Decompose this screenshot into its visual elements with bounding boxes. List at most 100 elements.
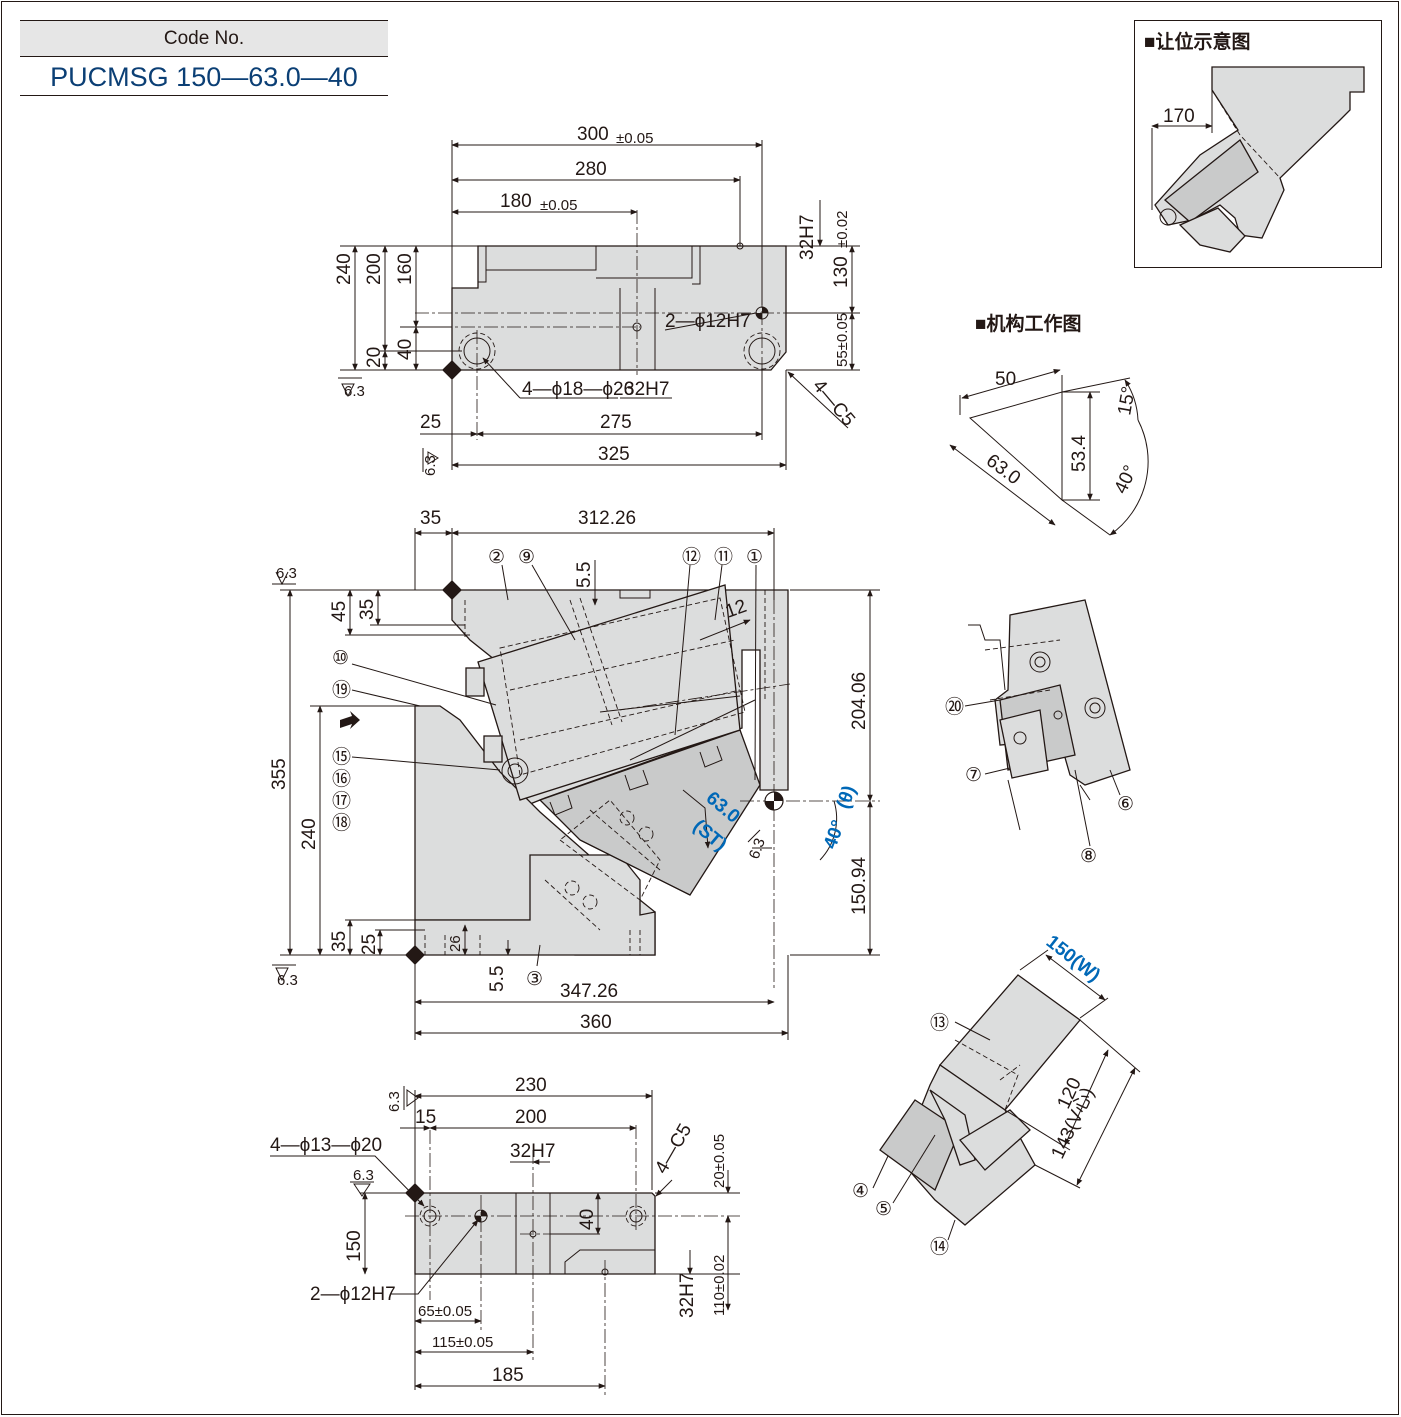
dim-40-bottom: 40 bbox=[577, 1209, 598, 1230]
dim-150-bottom: 150 bbox=[344, 1230, 365, 1262]
roughness-front-b: 6.3 bbox=[277, 972, 298, 989]
dim-355: 355 bbox=[269, 758, 290, 790]
mechanism-title: ■机构工作图 bbox=[975, 312, 1081, 335]
dim-15: 15 bbox=[415, 1107, 436, 1128]
dim-240: 240 bbox=[334, 253, 355, 285]
balloon-7: ⑦ bbox=[965, 765, 982, 786]
dim-5-5: 5.5 bbox=[574, 562, 595, 588]
dim-325: 325 bbox=[598, 444, 630, 465]
dim-360: 360 bbox=[580, 1012, 612, 1033]
dim-32h7-bottom: 32H7 bbox=[510, 1141, 555, 1162]
roughness-bottom-b: 6.3 bbox=[386, 1091, 403, 1112]
dim-180: 180 bbox=[500, 191, 532, 212]
dim-150: 150.94 bbox=[849, 856, 870, 915]
dim-25: 25 bbox=[359, 934, 380, 955]
dim-35c: 35 bbox=[329, 931, 350, 952]
code-header: Code No. bbox=[20, 20, 388, 57]
balloon-17: ⑰ bbox=[332, 790, 351, 812]
angle-tag: (θ) bbox=[833, 783, 861, 812]
dim-130: 130 bbox=[831, 256, 852, 288]
balloon-16: ⑯ bbox=[332, 768, 351, 790]
clearance-inset-frame bbox=[1134, 20, 1382, 268]
roughness-b: 6.3 bbox=[422, 455, 439, 476]
bottom-view: 230 15 200 4—ϕ13—ϕ20 32H7 4—C5 20±0.05 4… bbox=[270, 1075, 740, 1395]
balloon-2: ② bbox=[488, 547, 505, 568]
dim-200: 200 bbox=[364, 253, 385, 285]
balloon-13: ⑬ bbox=[930, 1012, 949, 1034]
dim-160: 160 bbox=[395, 253, 416, 285]
label-chamfer-b: 4—C5 bbox=[651, 1120, 696, 1177]
balloon-15: ⑮ bbox=[332, 746, 351, 768]
balloon-6: ⑥ bbox=[1117, 794, 1134, 815]
dim-240: 240 bbox=[299, 818, 320, 850]
dim-25: 25 bbox=[420, 412, 441, 433]
dim-280: 280 bbox=[575, 159, 607, 180]
dim-26: 26 bbox=[447, 935, 464, 952]
dim-40: 40 bbox=[395, 339, 416, 360]
dim-32h7-b: 32H7 bbox=[624, 379, 669, 400]
balloon-12: ⑫ bbox=[682, 546, 701, 568]
dim-20: 20 bbox=[364, 347, 385, 368]
dim-65: 65±0.05 bbox=[418, 1303, 472, 1320]
isometric-view: 150(W) 120 143(V心) ⑬ ④ ⑤ ⑭ bbox=[852, 931, 1141, 1258]
dim-312: 312.26 bbox=[578, 508, 636, 529]
balloon-20: ⑳ bbox=[945, 696, 964, 718]
dim-230: 230 bbox=[515, 1075, 547, 1096]
dim-347: 347.26 bbox=[560, 981, 618, 1002]
balloon-8: ⑧ bbox=[1080, 846, 1097, 867]
tol-130: ±0.02 bbox=[834, 211, 851, 248]
dim-55: 55±0.05 bbox=[834, 313, 851, 367]
balloon-11: ⑪ bbox=[714, 546, 733, 568]
mech-dim-53: 53.4 bbox=[1069, 435, 1090, 472]
balloon-1: ① bbox=[746, 547, 763, 568]
balloon-18: ⑱ bbox=[332, 812, 351, 834]
dim-275: 275 bbox=[600, 412, 632, 433]
label-bolt-holes-b: 4—ϕ13—ϕ20 bbox=[270, 1135, 382, 1156]
dim-110: 110±0.02 bbox=[711, 1255, 728, 1316]
tol-180: ±0.05 bbox=[540, 197, 577, 214]
code-value: PUCMSG 150—63.0—40 bbox=[20, 57, 388, 96]
clearance-dim: 170 bbox=[1163, 106, 1195, 127]
label-pin-holes: 2—ϕ12H7 bbox=[665, 311, 751, 332]
balloon-4: ④ bbox=[852, 1181, 869, 1202]
balloon-3: ③ bbox=[526, 969, 543, 990]
dim-32h7: 32H7 bbox=[797, 215, 818, 260]
dim-35: 35 bbox=[420, 508, 441, 529]
angle-value: 40° bbox=[820, 818, 850, 852]
dim-32h7-bottom-b: 32H7 bbox=[677, 1273, 698, 1318]
mech-angle-15: 15° bbox=[1114, 385, 1140, 417]
code-number-box: Code No. PUCMSG 150—63.0—40 bbox=[20, 20, 388, 96]
dim-115: 115±0.05 bbox=[432, 1334, 493, 1351]
dim-200: 200 bbox=[515, 1107, 547, 1128]
roughness-front-c: 6.3 bbox=[746, 836, 769, 861]
balloon-19: ⑲ bbox=[332, 679, 351, 701]
label-chamfer: 4—C5 bbox=[808, 376, 859, 431]
clearance-title: ■让位示意图 bbox=[1144, 30, 1250, 53]
balloon-14: ⑭ bbox=[930, 1236, 949, 1258]
balloon-10: ⑩ bbox=[332, 648, 349, 669]
balloon-9: ⑨ bbox=[518, 547, 535, 568]
mechanism-diagram: ■机构工作图 50 63.0 53.4 15° 40° bbox=[949, 312, 1149, 536]
mech-dim-50: 50 bbox=[995, 369, 1016, 390]
roughness-bottom-a: 6.3 bbox=[353, 1167, 374, 1184]
top-view: 300 ±0.05 280 180 ±0.05 32H7 130 ±0.02 5… bbox=[334, 124, 860, 476]
dim-45: 45 bbox=[329, 601, 350, 622]
label-bolt-holes: 4—ϕ18—ϕ26 bbox=[522, 379, 634, 400]
clearance-inset: ■让位示意图 170 bbox=[1144, 30, 1365, 253]
dim-300: 300 bbox=[577, 124, 609, 145]
dim-20-bottom: 20±0.05 bbox=[711, 1134, 728, 1188]
front-view: 35 312.26 5.5 12 45 35 204.06 355 240 15… bbox=[269, 508, 880, 1040]
dim-35b: 35 bbox=[357, 599, 378, 620]
dim-185: 185 bbox=[492, 1365, 524, 1386]
tol-300: ±0.05 bbox=[616, 130, 653, 147]
dim-204: 204.06 bbox=[849, 672, 870, 730]
label-pin-holes-b: 2—ϕ12H7 bbox=[310, 1284, 396, 1305]
detail-view: ⑳ ⑦ ⑧ ⑥ bbox=[945, 599, 1134, 867]
mech-angle-40: 40° bbox=[1110, 462, 1141, 497]
roughness-front-a: 6.3 bbox=[276, 565, 297, 582]
mech-dim-63: 63.0 bbox=[982, 450, 1024, 489]
roughness-a: 6.3 bbox=[344, 383, 365, 400]
dim-5-5b: 5.5 bbox=[487, 966, 508, 992]
